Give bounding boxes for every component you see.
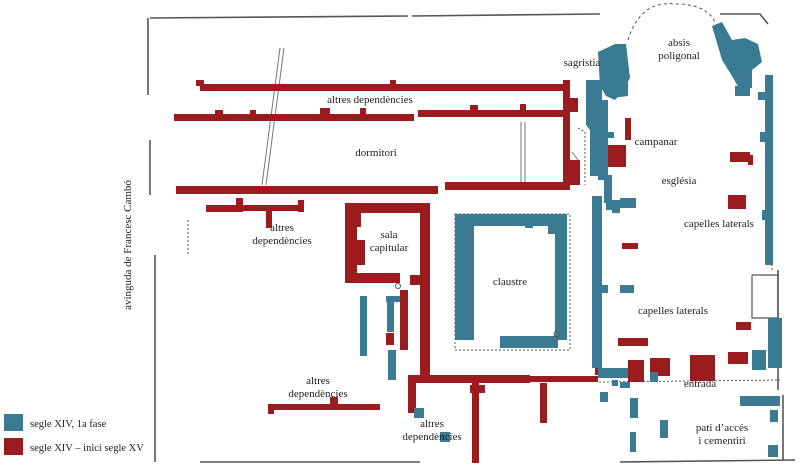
label-entrada: entrada: [684, 378, 716, 390]
plan-labels: absis poligonal sagristia altres dependè…: [122, 37, 754, 447]
label-sala-2: capitular: [370, 242, 409, 254]
legend: segle XIV, 1a fase segle XIV – inici seg…: [4, 414, 144, 455]
label-pati-2: i cementiri: [698, 435, 745, 447]
phase1-walls: [360, 22, 782, 457]
legend-swatch-phase1: [4, 414, 23, 431]
legend-label-phase2: segle XIV – inici segle XV: [30, 443, 144, 454]
label-altres-dependencies-left-2: dependències: [252, 235, 311, 247]
site-boundary: [147, 13, 796, 463]
label-altres-dependencies-bc-2: dependències: [402, 431, 461, 443]
legend-swatch-phase2: [4, 438, 23, 455]
label-altres-dependencies-bl-2: dependències: [288, 388, 347, 400]
label-altres-dependencies-left-1: altres: [270, 222, 294, 234]
label-absis-2: poligonal: [658, 50, 700, 62]
label-absis-1: absis: [668, 37, 690, 49]
label-dormitori: dormitori: [355, 147, 397, 159]
label-pati-1: pati d’accés: [696, 422, 748, 434]
label-capelles-laterals-2: capelles laterals: [638, 305, 708, 317]
legend-label-phase1: segle XIV, 1a fase: [30, 419, 107, 430]
label-claustre: claustre: [493, 276, 527, 288]
markers: [395, 283, 561, 338]
label-altres-dependencies-bl-1: altres: [306, 375, 330, 387]
label-altres-dependencies-top: altres dependències: [327, 94, 413, 106]
label-sagristia: sagristia: [564, 57, 601, 69]
label-campanar: campanar: [635, 136, 678, 148]
label-sala-1: sala: [380, 229, 397, 241]
apse-dashed-curve: [627, 3, 719, 41]
dashed-outlines: [187, 127, 781, 383]
label-esglesia: església: [662, 175, 697, 187]
label-altres-dependencies-bc-1: altres: [420, 418, 444, 430]
label-street: avinguda de Francesc Cambó: [122, 180, 134, 310]
label-capelles-laterals-1: capelles laterals: [684, 218, 754, 230]
